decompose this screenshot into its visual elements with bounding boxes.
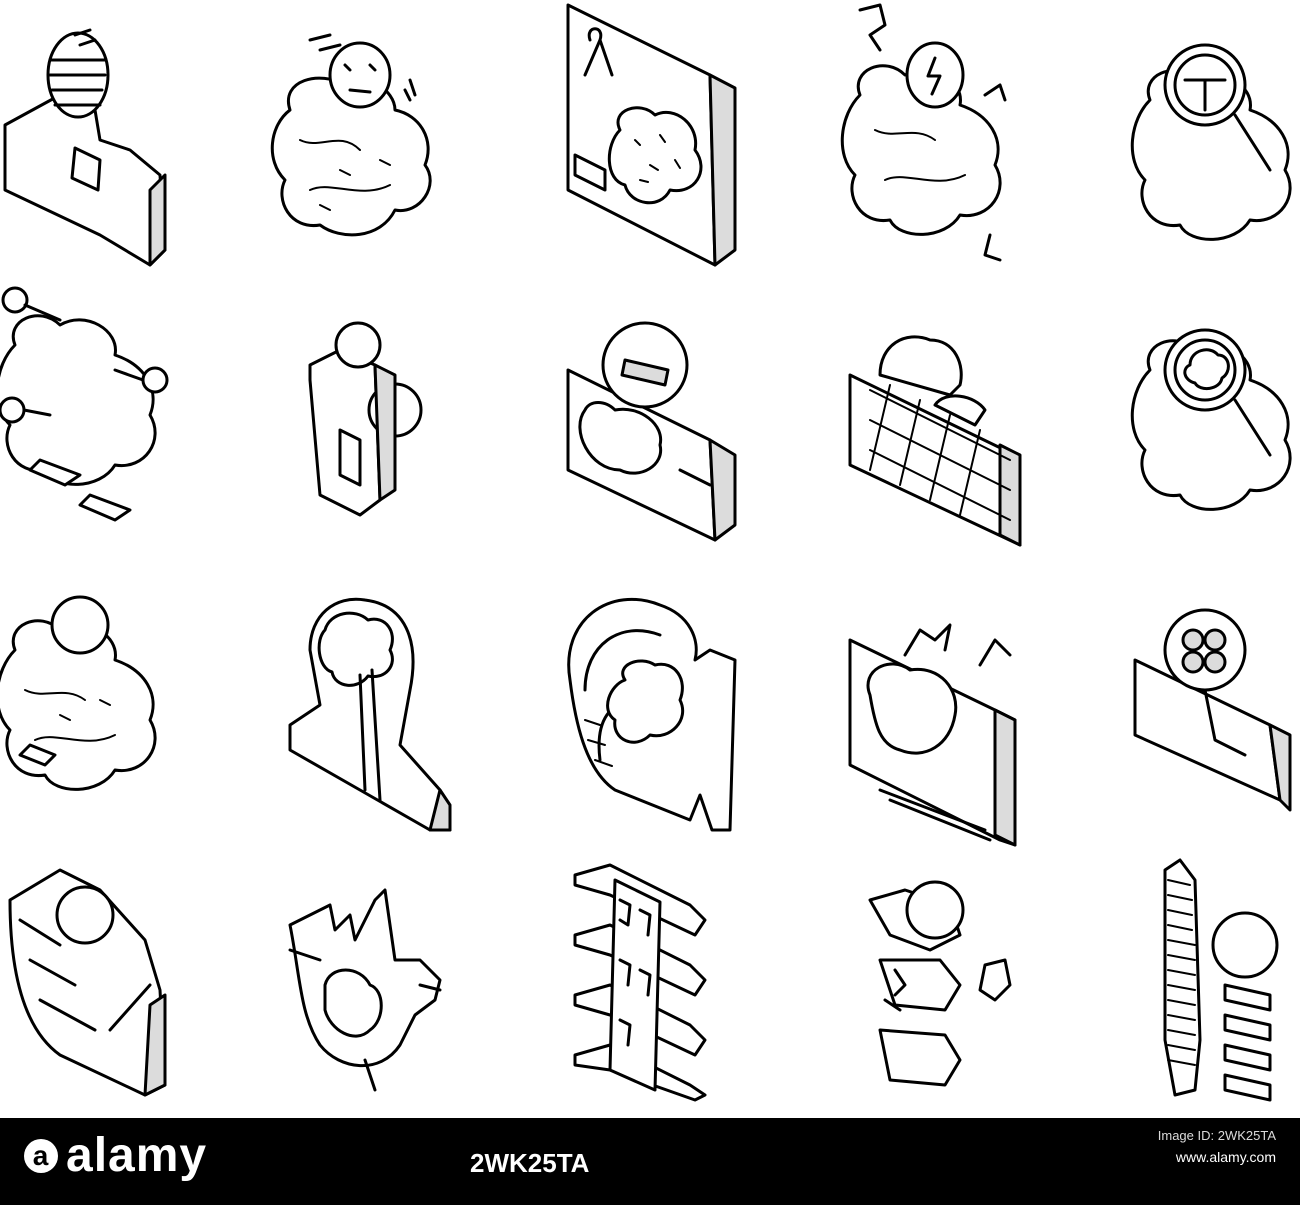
- patient-body-icon: [308, 321, 423, 517]
- image-id-label: Image ID: 2WK25TA: [1157, 1128, 1276, 1143]
- bandaged-head-icon: [8, 868, 167, 1097]
- patient-mri-icon: [848, 335, 1022, 547]
- spine-vertebrae-icon: [573, 863, 707, 1102]
- site-url: www.alamy.com: [1175, 1149, 1276, 1165]
- surgeon-icon: [3, 28, 167, 267]
- brain-face-mask-icon: [270, 33, 432, 237]
- cell-cluster-icon: [1133, 608, 1292, 812]
- spine-pain-icon: [1163, 858, 1279, 1102]
- brain-tumor-magnifier-icon: [1130, 328, 1292, 511]
- brain-scan-monitor-icon: [566, 321, 737, 542]
- brain-magnifier-icon: [1130, 43, 1292, 241]
- brain-network-icon: [0, 286, 169, 522]
- footer-meta: Image ID: 2WK25TA www.alamy.com: [1158, 1128, 1276, 1165]
- alamy-logo-icon: a: [24, 1138, 58, 1173]
- alamy-wordmark: alamy: [66, 1129, 208, 1182]
- image-id: 2WK25TA: [470, 1148, 590, 1178]
- isometric-icon-set: [0, 3, 1292, 1102]
- alamy-logo: a alamy: [24, 1128, 207, 1183]
- spine-injury-icon: [868, 880, 1012, 1087]
- brain-head-icon: [0, 595, 157, 791]
- head-profile-brain-icon: [288, 597, 452, 832]
- cancer-ribbon-brain-scan-icon: [566, 3, 737, 267]
- heart-icon: [288, 888, 442, 1092]
- mri-machine-icon: [567, 597, 737, 832]
- watermark-footer: a alamy 2WK25TA Image ID: 2WK25TA www.al…: [0, 1118, 1300, 1205]
- brain-lightning-icon: [840, 3, 1007, 262]
- kidney-stone-icon: [848, 623, 1017, 847]
